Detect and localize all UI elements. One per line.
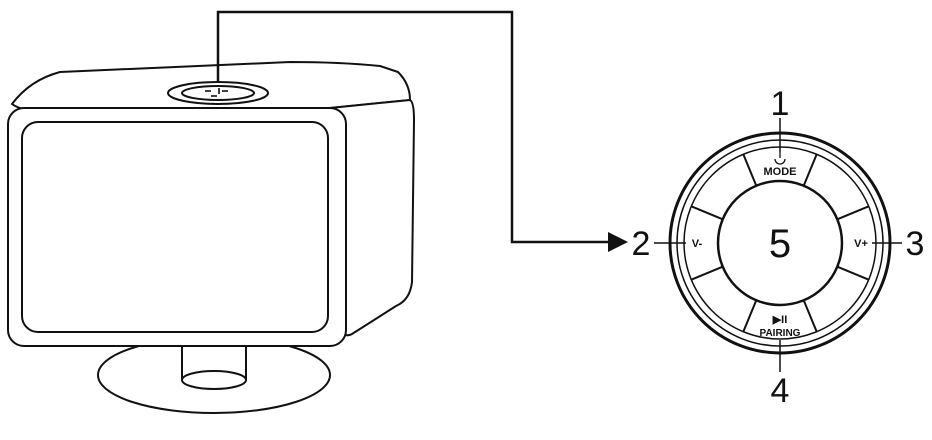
callout-mode: 1 <box>771 85 790 123</box>
segment-divider <box>836 265 870 281</box>
volume-down-button-label[interactable]: V- <box>692 238 703 250</box>
center-button[interactable] <box>716 179 844 307</box>
speaker-stand-foot <box>181 370 247 390</box>
connector-arrowhead <box>608 232 628 252</box>
volume-up-button-label[interactable]: V+ <box>854 238 868 250</box>
play-pause-icon[interactable]: ▶II <box>772 314 788 326</box>
segment-divider <box>690 265 724 281</box>
segment-divider <box>802 299 818 333</box>
pairing-button-label[interactable]: PAIRING <box>760 328 801 339</box>
segment-divider <box>742 299 758 333</box>
power-icon <box>774 152 786 165</box>
mode-button-label[interactable]: MODE <box>764 166 797 178</box>
speaker-illustration <box>7 61 415 414</box>
top-control-marks <box>205 88 228 97</box>
callout-center: 5 <box>769 222 791 266</box>
segment-divider <box>690 205 724 221</box>
callout-play-pairing: 4 <box>771 372 790 410</box>
top-control-button <box>181 85 255 101</box>
segment-divider <box>742 153 758 187</box>
speaker-grille <box>21 121 329 333</box>
button-dividers <box>690 153 870 333</box>
callout-volume-down: 2 <box>632 225 651 263</box>
connector-line <box>216 10 614 244</box>
speaker-front <box>7 107 347 347</box>
connector-arrow <box>216 10 628 252</box>
segment-divider <box>802 153 818 187</box>
segment-divider <box>836 205 870 221</box>
callout-leaders <box>654 118 902 372</box>
callout-volume-up: 3 <box>906 225 925 263</box>
